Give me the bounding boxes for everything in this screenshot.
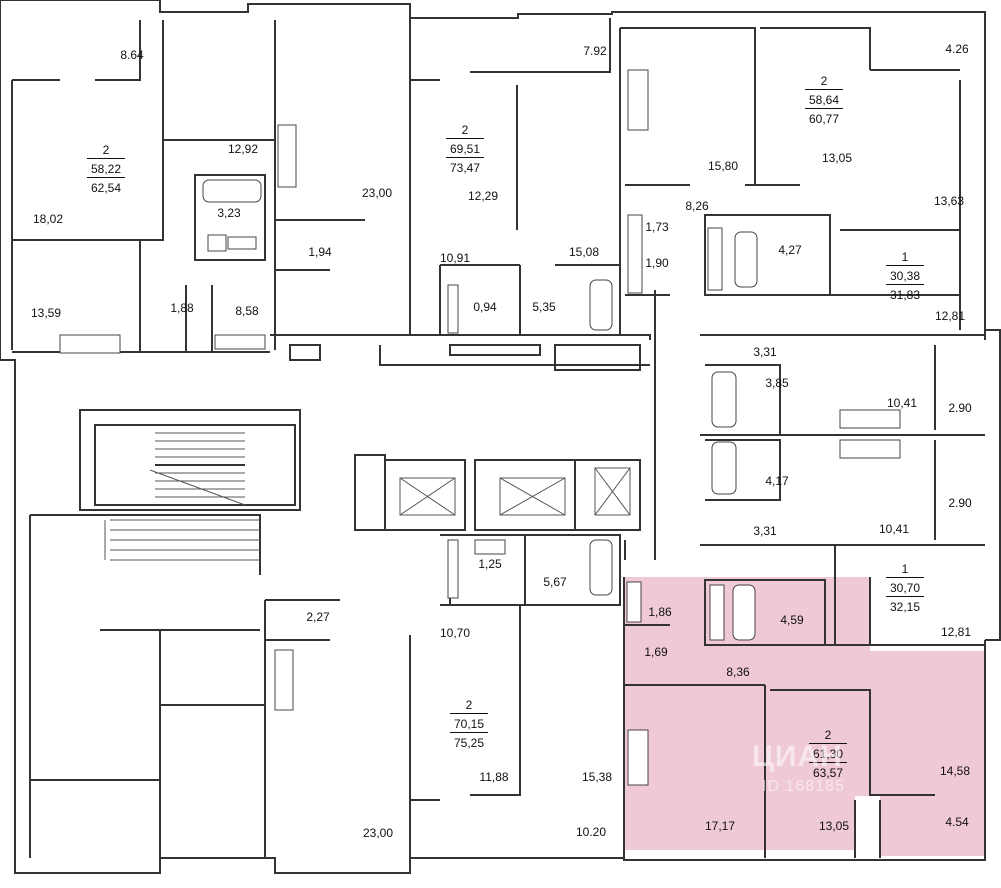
apartment-label-a4: 1 30,38 31,83 (886, 250, 924, 303)
room-area: 15,80 (707, 159, 739, 173)
room-area: 10,91 (439, 251, 471, 265)
room-area: 8,26 (685, 199, 709, 213)
room-area: 15,08 (568, 245, 600, 259)
room-area: 4,17 (765, 474, 789, 488)
living-area: 58,64 (808, 93, 840, 107)
room-area: 5,35 (532, 300, 556, 314)
total-area: 32,15 (889, 600, 921, 614)
watermark-id: ID 168185 (762, 778, 845, 795)
living-area: 30,38 (889, 269, 921, 283)
room-area: 10,41 (878, 522, 910, 536)
interior-walls (12, 18, 985, 858)
room-area: 1,90 (645, 256, 669, 270)
apartment-label-a7: 2 61,30 63,57 (809, 728, 847, 781)
highlighted-apartment[interactable] (624, 577, 985, 856)
rooms: 2 (824, 728, 832, 742)
room-area: 2.90 (948, 401, 972, 415)
room-area: 13,05 (821, 151, 853, 165)
room-area: 10,70 (439, 626, 471, 640)
room-area: 1,94 (308, 245, 332, 259)
room-area: 2.90 (948, 496, 972, 510)
room-area: 4.26 (945, 42, 969, 56)
rooms: 2 (820, 74, 828, 88)
room-area: 13,05 (818, 819, 850, 833)
room-area: 8,36 (726, 665, 750, 679)
room-area: 23,00 (361, 186, 393, 200)
room-area: 3,23 (217, 206, 241, 220)
rooms: 2 (461, 123, 469, 137)
apartment-label-a2: 2 69,51 73,47 (446, 123, 484, 176)
room-area: 10,41 (886, 396, 918, 410)
room-area: 4.54 (945, 815, 969, 829)
room-area: 3,31 (753, 524, 777, 538)
room-area: 3,31 (753, 345, 777, 359)
room-area: 2,27 (306, 610, 330, 624)
room-area: 4,59 (780, 613, 804, 627)
room-area: 1,88 (170, 301, 194, 315)
room-area: 13,63 (933, 194, 965, 208)
apartment-label-a5: 1 30,70 32,15 (886, 562, 924, 615)
room-area: 0,94 (473, 300, 497, 314)
room-area: 8.64 (120, 48, 144, 62)
watermark-brand: ЦИАН (752, 740, 843, 773)
apartment-label-a3: 2 58,64 60,77 (805, 74, 843, 127)
room-area: 1,73 (645, 220, 669, 234)
room-area: 11,88 (479, 770, 509, 784)
living-area: 70,15 (453, 717, 485, 731)
room-area: 1,25 (478, 557, 502, 571)
living-area: 61,30 (812, 747, 844, 761)
total-area: 75,25 (453, 736, 485, 750)
apartment-label-a1: 2 58,22 62,54 (87, 143, 125, 196)
rooms: 1 (901, 250, 909, 264)
total-area: 73,47 (449, 161, 481, 175)
fixtures (59, 69, 901, 786)
room-area: 4,27 (778, 243, 802, 257)
room-area: 7.92 (583, 44, 607, 58)
room-area: 12,81 (934, 309, 966, 323)
room-area: 13,59 (30, 306, 62, 320)
total-area: 63,57 (812, 766, 844, 780)
room-area: 10.20 (575, 825, 607, 839)
room-area: 5,67 (543, 575, 567, 589)
room-area: 1,86 (648, 605, 672, 619)
room-area: 15,38 (581, 770, 613, 784)
living-area: 69,51 (449, 142, 481, 156)
rooms: 1 (901, 562, 909, 576)
rooms: 2 (465, 698, 473, 712)
room-area: 12,29 (467, 189, 499, 203)
room-area: 12,92 (227, 142, 259, 156)
living-area: 58,22 (90, 162, 122, 176)
total-area: 60,77 (808, 112, 840, 126)
room-area: 14,58 (939, 764, 971, 778)
room-area: 18,02 (32, 212, 64, 226)
rooms: 2 (102, 143, 110, 157)
room-area: 8,58 (235, 304, 259, 318)
room-area: 1,69 (644, 645, 668, 659)
total-area: 31,83 (889, 288, 921, 302)
total-area: 62,54 (90, 181, 122, 195)
living-area: 30,70 (889, 581, 921, 595)
room-area: 23,00 (362, 826, 394, 840)
apartment-label-a6: 2 70,15 75,25 (450, 698, 488, 751)
room-area: 3,85 (765, 376, 789, 390)
room-area: 12,81 (940, 625, 972, 639)
room-area: 17,17 (704, 819, 736, 833)
